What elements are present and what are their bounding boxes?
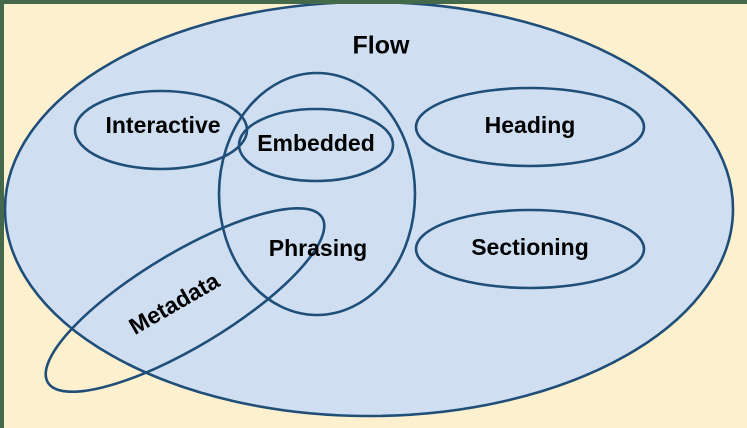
ellipse-flow[interactable] (3, 0, 735, 418)
label-flow: Flow (353, 32, 410, 60)
frame-left-strip (0, 0, 4, 428)
label-embedded: Embedded (257, 130, 375, 156)
label-interactive: Interactive (105, 112, 220, 138)
frame-top-strip (0, 0, 747, 4)
ellipse-sectioning[interactable] (414, 208, 646, 290)
ellipse-heading[interactable] (414, 86, 646, 168)
ellipse-metadata[interactable] (24, 177, 347, 422)
label-phrasing: Phrasing (269, 235, 367, 261)
label-sectioning: Sectioning (471, 234, 589, 260)
label-heading: Heading (485, 112, 576, 138)
ellipse-phrasing[interactable] (217, 71, 417, 317)
ellipse-embedded[interactable] (237, 107, 395, 183)
